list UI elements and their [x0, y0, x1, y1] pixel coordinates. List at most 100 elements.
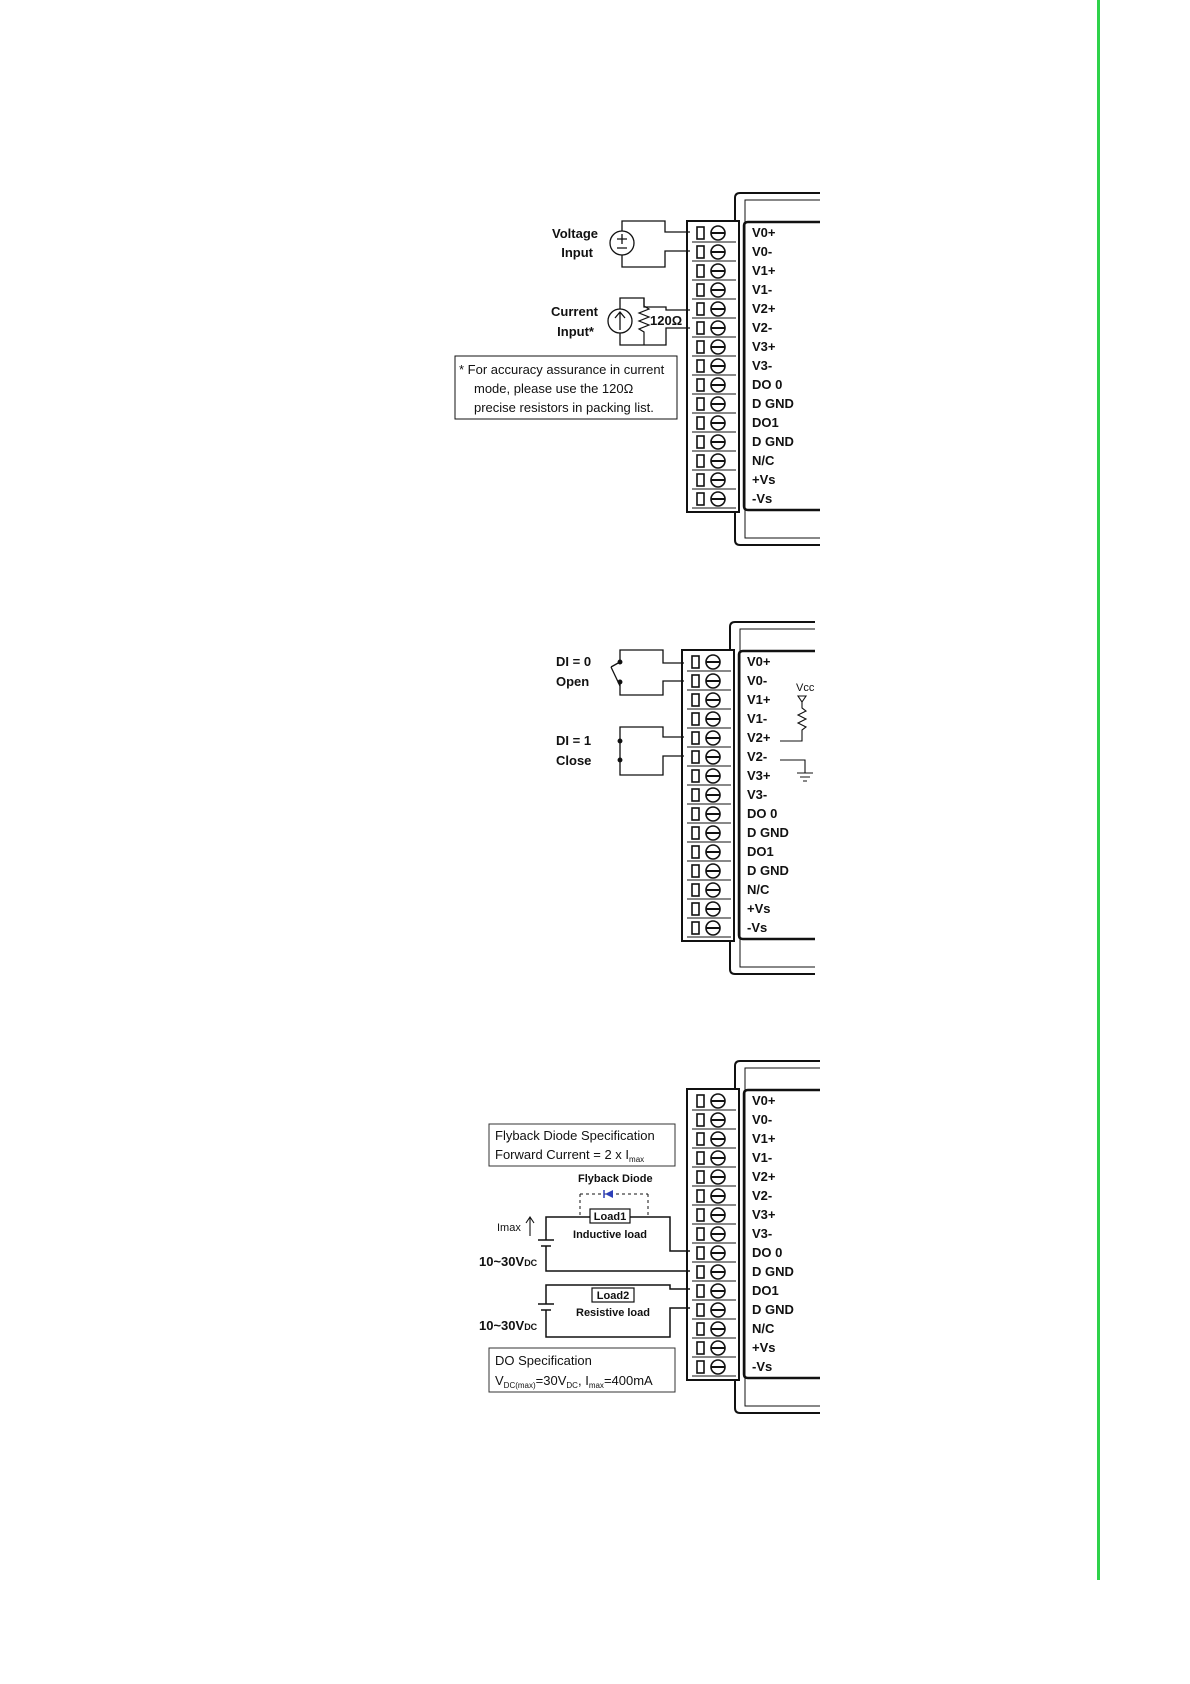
- terminal-screw-6: [687, 768, 731, 786]
- terminal-label: V3+: [747, 768, 771, 783]
- terminal-label: V0-: [752, 244, 772, 259]
- terminal-label: D GND: [752, 396, 794, 411]
- terminal-screw-7: [692, 358, 736, 376]
- terminal-screw-3: [687, 711, 731, 729]
- terminal-screw-0: [692, 225, 736, 243]
- terminal-label: D GND: [752, 1302, 794, 1317]
- terminal-screw-14: [692, 491, 736, 509]
- terminal-label: +Vs: [752, 1340, 776, 1355]
- terminal-screw-0: [687, 654, 731, 672]
- vcc-label: Vcc: [796, 682, 815, 694]
- terminal-screw-10: [692, 415, 736, 433]
- page-side-rule: [1097, 0, 1100, 1580]
- terminal-screw-13: [692, 472, 736, 490]
- terminal-label: N/C: [747, 882, 770, 897]
- terminal-screw-4: [687, 730, 731, 748]
- accuracy-note-line-1: * For accuracy assurance in current: [459, 362, 665, 377]
- terminal-label: V3+: [752, 1207, 776, 1222]
- terminal-label: D GND: [747, 825, 789, 840]
- flyback-spec-box: [488, 1123, 676, 1167]
- terminal-label: D GND: [747, 863, 789, 878]
- terminal-screw-11: [687, 863, 731, 881]
- current-input-label: Current: [551, 304, 599, 319]
- accuracy-note-box: [454, 355, 678, 420]
- terminal-screw-6: [692, 339, 736, 357]
- resistor-value: 120Ω: [650, 313, 682, 328]
- terminal-screw-8: [692, 1245, 736, 1263]
- terminal-screw-8: [692, 377, 736, 395]
- terminal-labels: V0+ V0- V1+ V1- V2+ V2- V3+ V3- DO 0 D GND DO1 D GN…: [752, 1093, 794, 1374]
- resistor-icon: [637, 298, 651, 345]
- terminal-screw-14: [687, 920, 731, 938]
- voltage-input-label: Voltage: [552, 226, 598, 241]
- terminal-label: DO 0: [752, 1245, 782, 1260]
- terminal-screw-2: [687, 692, 731, 710]
- terminal-screw-10: [692, 1283, 736, 1301]
- flyback-spec-current: Forward Current = 2 x Imax: [495, 1147, 644, 1164]
- module-body: [734, 1060, 820, 1414]
- accuracy-note-line-3: precise resistors in packing list.: [474, 400, 654, 415]
- terminal-screw-6: [692, 1207, 736, 1225]
- load2-box: [591, 1287, 635, 1303]
- imax-label: Imax: [497, 1222, 521, 1234]
- load2-label: Load2: [597, 1290, 629, 1302]
- terminal-screw-5: [692, 1188, 736, 1206]
- terminal-screw-5: [687, 749, 731, 767]
- terminal-screw-8: [687, 806, 731, 824]
- terminal-screw-11: [692, 434, 736, 452]
- terminal-label: V3-: [752, 358, 772, 373]
- current-arrow-icon: [525, 1216, 535, 1236]
- terminal-label: V3-: [752, 1226, 772, 1241]
- di0-label: DI = 0: [556, 654, 591, 669]
- terminal-label: V2+: [752, 1169, 776, 1184]
- supply1-label: 10~30VDC: [479, 1254, 538, 1269]
- terminal-screw-3: [692, 282, 736, 300]
- closed-switch-icon: [617, 726, 684, 776]
- terminal-screw-13: [687, 901, 731, 919]
- figure-digital-output: V0+ V0- V1+ V1- V2+ V2- V3+ V3- DO 0 D GND DO1 D GN…: [479, 1060, 820, 1414]
- terminal-label: V0-: [752, 1112, 772, 1127]
- voltage-input-label-2: Input: [561, 245, 593, 260]
- di1-label: DI = 1: [556, 733, 591, 748]
- terminal-label: V0-: [747, 673, 767, 688]
- inductive-load-label: Inductive load: [573, 1229, 647, 1241]
- terminal-label: V1+: [752, 263, 776, 278]
- terminal-screw-3: [692, 1150, 736, 1168]
- terminal-label: V1-: [747, 711, 767, 726]
- terminal-label: V0+: [752, 1093, 776, 1108]
- terminal-label: V2-: [752, 1188, 772, 1203]
- terminal-label: V1-: [752, 1150, 772, 1165]
- terminal-label: DO1: [747, 844, 774, 859]
- terminal-screw-9: [687, 825, 731, 843]
- terminal-label: V1+: [752, 1131, 776, 1146]
- terminal-label: -Vs: [747, 920, 767, 935]
- terminal-label: V2+: [747, 730, 771, 745]
- flyback-diode-label: Flyback Diode: [578, 1173, 653, 1185]
- load1-label: Load1: [594, 1211, 626, 1223]
- terminal-label: N/C: [752, 1321, 775, 1336]
- flyback-diode-icon: [579, 1190, 649, 1217]
- di1-state: Close: [556, 753, 591, 768]
- terminal-screw-14: [692, 1359, 736, 1377]
- terminal-label: +Vs: [747, 901, 771, 916]
- terminal-screw-7: [692, 1226, 736, 1244]
- terminal-label: D GND: [752, 1264, 794, 1279]
- terminal-screw-4: [692, 301, 736, 319]
- flyback-spec-title: Flyback Diode Specification: [495, 1128, 655, 1143]
- terminal-block: [686, 220, 740, 513]
- terminal-screw-2: [692, 263, 736, 281]
- terminal-label: -Vs: [752, 491, 772, 506]
- terminal-label: DO 0: [752, 377, 782, 392]
- current-input-label-2: Input*: [557, 324, 595, 339]
- terminal-screw-12: [687, 882, 731, 900]
- terminal-screw-12: [692, 453, 736, 471]
- pull-up-resistor-icon: [780, 695, 808, 742]
- terminal-screw-4: [692, 1169, 736, 1187]
- terminal-label: V2+: [752, 301, 776, 316]
- terminal-label: DO1: [752, 1283, 779, 1298]
- terminal-label: V1-: [752, 282, 772, 297]
- terminal-screw-1: [692, 1112, 736, 1130]
